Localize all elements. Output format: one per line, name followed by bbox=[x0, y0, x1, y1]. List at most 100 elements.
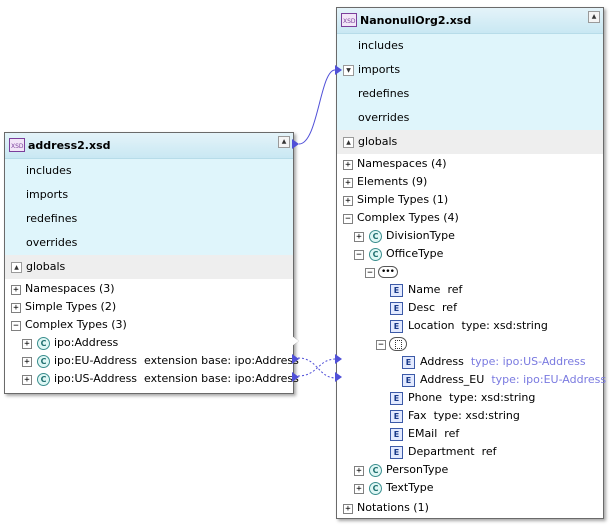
imports-dropdown-icon[interactable]: ▼ bbox=[343, 65, 354, 76]
choice-compositor[interactable] bbox=[389, 335, 407, 353]
collapse-icon[interactable]: − bbox=[354, 250, 364, 260]
tree-notations[interactable]: Notations (1) bbox=[357, 501, 429, 514]
scroll-up-button[interactable]: ▲ bbox=[278, 136, 290, 148]
element-name: Address bbox=[420, 355, 464, 368]
element-detail: ref bbox=[444, 427, 460, 440]
expand-icon[interactable]: + bbox=[354, 232, 364, 242]
element-item[interactable]: E Address type: ipo:US-Address bbox=[402, 353, 586, 371]
expand-icon[interactable]: + bbox=[22, 375, 32, 385]
address-eu-input-port[interactable] bbox=[335, 372, 342, 382]
section-includes[interactable]: includes bbox=[5, 159, 293, 183]
tree-elements[interactable]: Elements (9) bbox=[357, 175, 428, 188]
globals-tree: + Namespaces (4) + Elements (9) + Simple… bbox=[337, 154, 606, 518]
tree-complex-types[interactable]: Complex Types (3) bbox=[25, 318, 127, 331]
collapse-icon[interactable]: − bbox=[376, 340, 386, 350]
section-globals[interactable]: ▲ globals bbox=[337, 130, 603, 154]
section-includes[interactable]: includes bbox=[337, 34, 603, 58]
complex-type-icon: C bbox=[37, 372, 50, 386]
collapse-icon[interactable]: − bbox=[11, 321, 21, 331]
expand-icon[interactable]: + bbox=[11, 303, 21, 313]
imports-output-port[interactable] bbox=[292, 139, 299, 149]
element-name: Desc bbox=[408, 301, 436, 314]
type-name: OfficeType bbox=[386, 247, 444, 260]
collapse-icon[interactable]: − bbox=[343, 214, 353, 224]
complex-type-icon: C bbox=[369, 229, 382, 243]
section-globals[interactable]: ▲ globals bbox=[5, 255, 293, 279]
expand-icon[interactable]: + bbox=[22, 339, 32, 349]
tree-complex-types[interactable]: Complex Types (4) bbox=[357, 211, 459, 224]
section-redefines[interactable]: redefines bbox=[5, 207, 293, 231]
collapse-icon[interactable]: − bbox=[365, 268, 375, 278]
section-label: globals bbox=[358, 135, 398, 148]
globals-scroll-icon[interactable]: ▲ bbox=[11, 262, 22, 273]
type-name: ipo:EU-Address bbox=[54, 354, 138, 367]
expand-icon[interactable]: + bbox=[343, 504, 353, 514]
imports-input-port[interactable] bbox=[335, 65, 342, 75]
scroll-up-icon: ▲ bbox=[591, 13, 597, 20]
section-label: globals bbox=[26, 260, 66, 273]
imports-connector bbox=[298, 69, 336, 145]
element-name: Location bbox=[408, 319, 455, 332]
tree-namespaces[interactable]: Namespaces (3) bbox=[25, 282, 115, 295]
sequence-compositor[interactable] bbox=[378, 263, 398, 281]
address-input-port[interactable] bbox=[335, 354, 342, 364]
svg-text:XSD: XSD bbox=[343, 18, 356, 25]
tree-simple-types[interactable]: Simple Types (1) bbox=[357, 193, 449, 206]
complex-type-icon: C bbox=[369, 481, 382, 495]
section-label: overrides bbox=[358, 111, 410, 124]
section-label: includes bbox=[358, 39, 404, 52]
section-redefines[interactable]: redefines bbox=[337, 82, 603, 106]
element-icon: E bbox=[402, 355, 415, 369]
section-label: overrides bbox=[26, 236, 78, 249]
section-label: includes bbox=[26, 164, 72, 177]
schema-box-address2[interactable]: XSD address2.xsd ▲ includes imports rede… bbox=[4, 132, 299, 394]
expand-icon[interactable]: + bbox=[354, 484, 364, 494]
schema-box-nanonullorg2[interactable]: XSD NanonullOrg2.xsd ▲ includes ▼ import… bbox=[335, 7, 606, 519]
eu-address-output-port[interactable] bbox=[292, 354, 299, 364]
element-name: Phone bbox=[408, 391, 443, 404]
expand-icon[interactable]: + bbox=[343, 196, 353, 206]
expand-icon[interactable]: + bbox=[11, 285, 21, 295]
element-detail: type: ipo:US-Address bbox=[470, 355, 586, 368]
expand-icon[interactable]: + bbox=[22, 357, 32, 367]
section-label: redefines bbox=[358, 87, 410, 100]
xsd-file-icon: XSD bbox=[9, 138, 25, 152]
schema-title: NanonullOrg2.xsd bbox=[360, 14, 472, 27]
tree-namespaces[interactable]: Namespaces (4) bbox=[357, 157, 447, 170]
section-imports[interactable]: ▼ imports bbox=[337, 58, 603, 82]
section-overrides[interactable]: overrides bbox=[5, 231, 293, 255]
tree-simple-types[interactable]: Simple Types (2) bbox=[25, 300, 117, 313]
section-imports[interactable]: imports bbox=[5, 183, 293, 207]
address-output-port[interactable] bbox=[291, 335, 299, 347]
caret-glyph: ▲ bbox=[346, 139, 351, 146]
schema-title-bar[interactable]: XSD NanonullOrg2.xsd ▲ bbox=[337, 8, 603, 34]
type-detail: extension base: ipo:Address bbox=[144, 354, 299, 367]
section-overrides[interactable]: overrides bbox=[337, 106, 603, 130]
element-name: Address_EU bbox=[420, 373, 485, 386]
expand-icon[interactable]: + bbox=[343, 178, 353, 188]
schema-title-bar[interactable]: XSD address2.xsd ▲ bbox=[5, 133, 293, 159]
scroll-up-button[interactable]: ▲ bbox=[588, 11, 600, 23]
element-name: Name bbox=[408, 283, 441, 296]
us-address-output-port[interactable] bbox=[292, 372, 299, 382]
expand-icon[interactable]: + bbox=[343, 160, 353, 170]
globals-scroll-icon[interactable]: ▲ bbox=[343, 137, 354, 148]
element-detail: type: xsd:string bbox=[449, 391, 536, 404]
element-detail: ref bbox=[442, 301, 457, 314]
expand-icon[interactable]: + bbox=[354, 466, 364, 476]
